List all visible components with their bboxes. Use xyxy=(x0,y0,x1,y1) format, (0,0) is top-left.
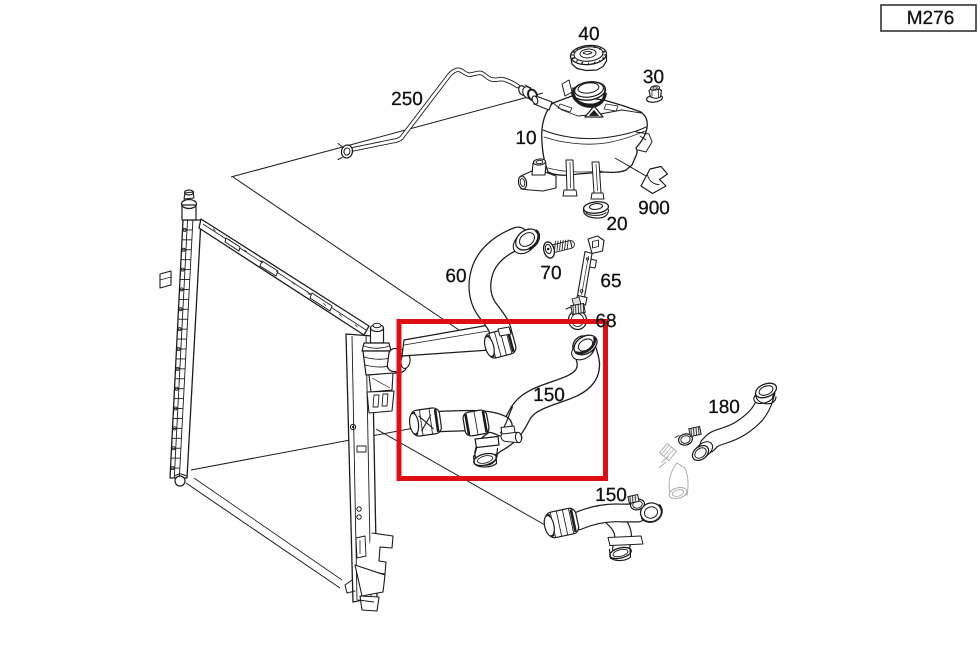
svg-text:20: 20 xyxy=(606,214,627,235)
svg-text:900: 900 xyxy=(638,198,670,219)
svg-text:150: 150 xyxy=(595,485,627,506)
svg-text:60: 60 xyxy=(445,266,466,287)
svg-text:150: 150 xyxy=(533,385,565,406)
svg-text:70: 70 xyxy=(540,263,561,284)
svg-text:40: 40 xyxy=(578,24,599,45)
svg-text:65: 65 xyxy=(600,271,621,292)
svg-text:180: 180 xyxy=(708,397,740,418)
svg-text:68: 68 xyxy=(595,311,616,332)
svg-text:30: 30 xyxy=(643,67,664,88)
svg-text:250: 250 xyxy=(391,89,423,110)
svg-text:10: 10 xyxy=(515,128,536,149)
svg-text:M276: M276 xyxy=(907,8,955,29)
